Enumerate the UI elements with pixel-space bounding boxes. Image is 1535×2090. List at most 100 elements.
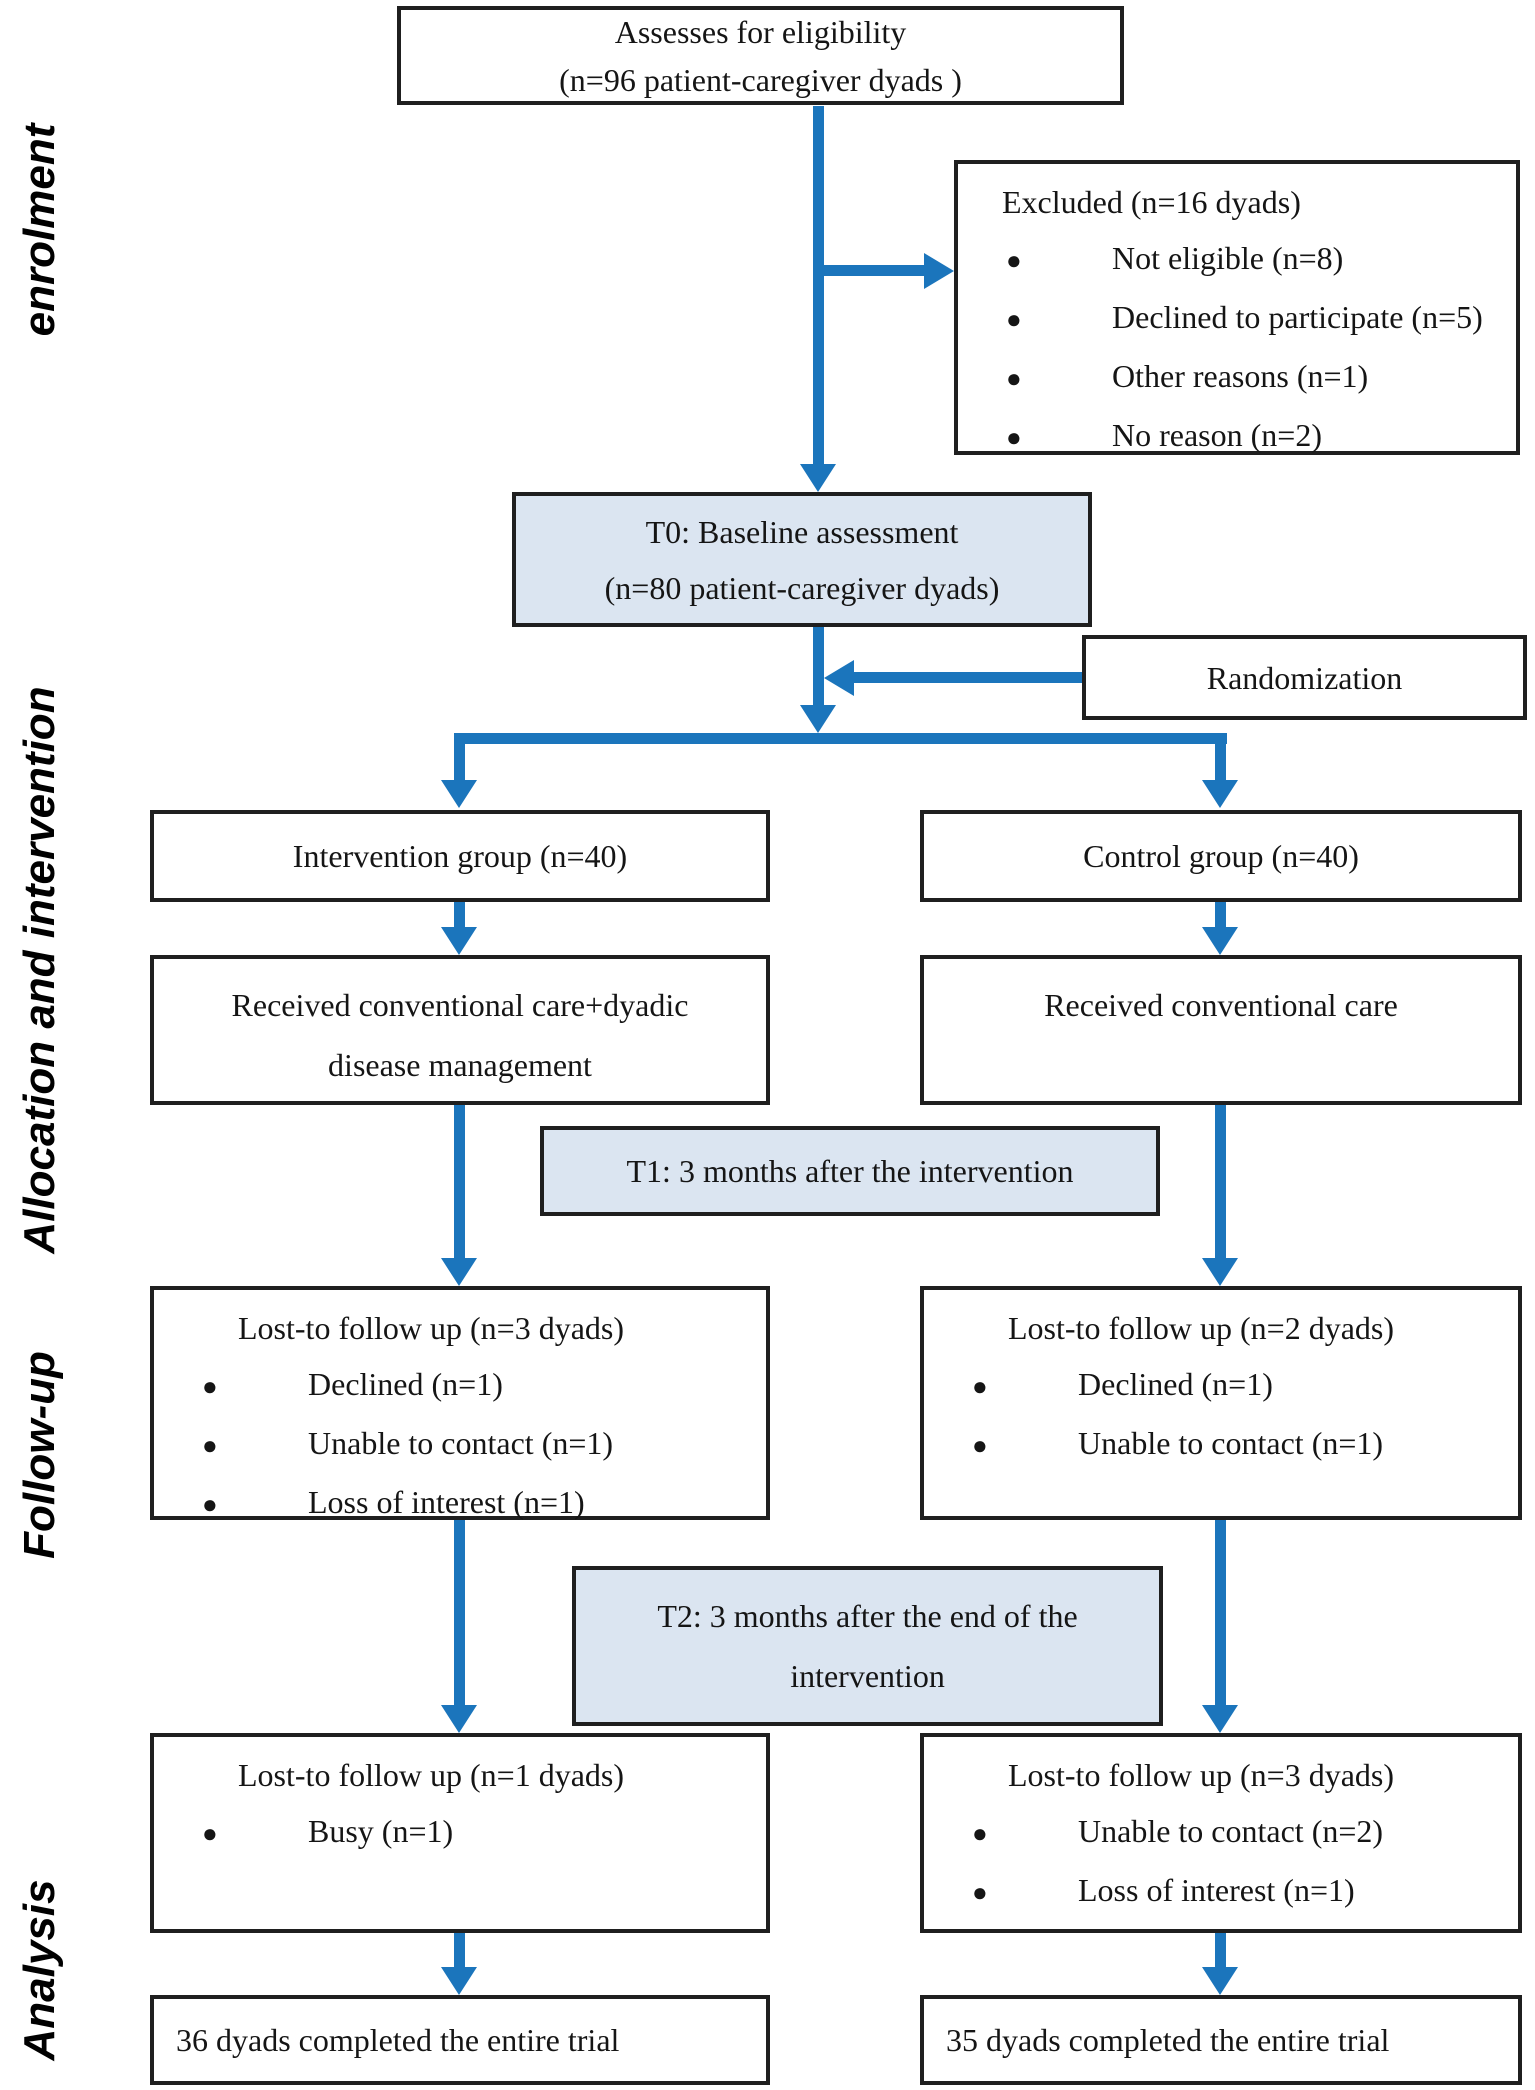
bullet-icon: ●	[202, 1431, 218, 1460]
followup-t1-intervention-title: Lost-to follow up (n=3 dyads)	[238, 1310, 624, 1346]
control-care-box: Received conventional care	[920, 955, 1522, 1105]
completed-intervention-box: 36 dyads completed the entire trial	[150, 1995, 770, 2085]
bullet-icon: ●	[202, 1372, 218, 1401]
arrow-fu1-to-fu2-control-head	[1202, 1705, 1238, 1733]
t2-box: T2: 3 months after the end of the interv…	[572, 1566, 1163, 1726]
arrow-split-left-drop-line	[454, 733, 465, 780]
completed-control-label: 35 dyads completed the entire trial	[946, 2022, 1390, 2058]
followup-item: ● Busy (n=1)	[154, 1803, 766, 1862]
followup-item-label: Declined (n=1)	[308, 1366, 503, 1402]
excluded-item-label: Other reasons (n=1)	[1112, 358, 1369, 394]
followup-item: ● Unable to contact (n=2)	[924, 1803, 1518, 1862]
excluded-item-label: Not eligible (n=8)	[1112, 240, 1344, 276]
followup-item: ● Unable to contact (n=1)	[924, 1415, 1518, 1474]
stage-label-follow-up: Follow-up	[15, 1351, 64, 1559]
excluded-item: ● No reason (n=2)	[958, 407, 1516, 466]
followup-item-label: Loss of interest (n=1)	[1078, 1872, 1355, 1908]
arrow-split-horizontal-line	[455, 733, 1227, 744]
excluded-item: ● Declined to participate (n=5)	[958, 289, 1516, 348]
arrow-fu2-to-completed-control-head	[1202, 1967, 1238, 1995]
followup-item: ● Declined (n=1)	[924, 1356, 1518, 1415]
arrow-split-right-drop-head	[1202, 780, 1238, 808]
followup-item-label: Loss of interest (n=1)	[308, 1484, 585, 1520]
excluded-item-label: No reason (n=2)	[1112, 417, 1322, 453]
arrow-fu2-to-completed-intervention-line	[454, 1933, 465, 1967]
followup-item: ● Declined (n=1)	[154, 1356, 766, 1415]
followup-t2-control-box: Lost-to follow up (n=3 dyads) ● Unable t…	[920, 1733, 1522, 1933]
intervention-care-box: Received conventional care+dyadic diseas…	[150, 955, 770, 1105]
followup-t1-control-box: Lost-to follow up (n=2 dyads) ● Declined…	[920, 1286, 1522, 1520]
intervention-group-label: Intervention group (n=40)	[292, 838, 628, 874]
completed-intervention-label: 36 dyads completed the entire trial	[176, 2022, 620, 2058]
bullet-icon: ●	[972, 1819, 988, 1848]
arrow-control-group-to-care-head	[1202, 927, 1238, 955]
followup-item: ● Unable to contact (n=1)	[154, 1415, 766, 1474]
completed-control-box: 35 dyads completed the entire trial	[920, 1995, 1522, 2085]
arrow-control-group-to-care-line	[1215, 902, 1226, 928]
assess-eligibility-line2: (n=96 patient-caregiver dyads )	[559, 61, 962, 98]
arrow-fu1-to-fu2-intervention-head	[441, 1705, 477, 1733]
followup-t2-control-title: Lost-to follow up (n=3 dyads)	[1008, 1757, 1394, 1793]
followup-item: ● Loss of interest (n=1)	[154, 1474, 766, 1533]
bullet-icon: ●	[972, 1431, 988, 1460]
followup-item-label: Unable to contact (n=1)	[308, 1425, 614, 1461]
arrow-assess-to-t0-head	[800, 464, 836, 492]
excluded-item-label: Declined to participate (n=5)	[1112, 299, 1483, 335]
arrow-intervention-group-to-care-head	[441, 927, 477, 955]
t0-line2: (n=80 patient-caregiver dyads)	[604, 569, 1000, 606]
intervention-group-box: Intervention group (n=40)	[150, 810, 770, 902]
bullet-icon: ●	[1006, 423, 1022, 452]
arrow-t0-to-split-line	[813, 627, 824, 705]
followup-item-label: Unable to contact (n=1)	[1078, 1425, 1384, 1461]
bullet-icon: ●	[1006, 246, 1022, 275]
arrow-intervention-care-to-fu1-line	[454, 1105, 465, 1260]
arrow-fu1-to-fu2-intervention-line	[454, 1520, 465, 1705]
followup-item-label: Unable to contact (n=2)	[1078, 1813, 1384, 1849]
followup-item: ● Loss of interest (n=1)	[924, 1862, 1518, 1921]
t2-line2: intervention	[790, 1658, 945, 1694]
control-group-box: Control group (n=40)	[920, 810, 1522, 902]
intervention-care-line1: Received conventional care+dyadic	[231, 987, 689, 1023]
arrow-t0-to-split-head	[800, 705, 836, 733]
stage-label-analysis: Analysis	[15, 1879, 64, 2061]
arrow-fu2-to-completed-intervention-head	[441, 1967, 477, 1995]
bullet-icon: ●	[202, 1490, 218, 1519]
t0-baseline-box: T0: Baseline assessment (n=80 patient-ca…	[512, 492, 1092, 627]
arrow-randomization-line	[854, 672, 1082, 683]
followup-item-label: Busy (n=1)	[308, 1813, 454, 1849]
t2-line1: T2: 3 months after the end of the	[657, 1598, 1078, 1634]
excluded-box: Excluded (n=16 dyads) ● Not eligible (n=…	[954, 160, 1520, 455]
stage-label-enrolment: enrolment	[15, 123, 64, 337]
arrow-branch-to-excluded-line	[818, 265, 924, 276]
followup-item-label: Declined (n=1)	[1078, 1366, 1273, 1402]
bullet-icon: ●	[1006, 364, 1022, 393]
assess-eligibility-box: Assesses for eligibility (n=96 patient-c…	[397, 6, 1124, 105]
bullet-icon: ●	[972, 1372, 988, 1401]
t0-line1: T0: Baseline assessment	[645, 513, 959, 550]
followup-t1-intervention-box: Lost-to follow up (n=3 dyads) ● Declined…	[150, 1286, 770, 1520]
intervention-care-line2: disease management	[328, 1047, 592, 1083]
arrow-branch-to-excluded-head	[924, 253, 954, 289]
followup-t2-intervention-box: Lost-to follow up (n=1 dyads) ● Busy (n=…	[150, 1733, 770, 1933]
arrow-intervention-group-to-care-line	[454, 902, 465, 928]
arrow-split-left-drop-head	[441, 780, 477, 808]
arrow-control-care-to-fu1-head	[1202, 1258, 1238, 1286]
excluded-title: Excluded (n=16 dyads)	[1002, 184, 1301, 220]
bullet-icon: ●	[972, 1878, 988, 1907]
arrow-assess-to-t0-line	[813, 106, 824, 464]
t1-label: T1: 3 months after the intervention	[626, 1153, 1074, 1189]
excluded-item: ● Not eligible (n=8)	[958, 230, 1516, 289]
stage-label-allocation-and-intervention: Allocation and intervention	[15, 686, 64, 1254]
followup-t1-control-title: Lost-to follow up (n=2 dyads)	[1008, 1310, 1394, 1346]
randomization-label: Randomization	[1206, 659, 1403, 696]
followup-t2-intervention-title: Lost-to follow up (n=1 dyads)	[238, 1757, 624, 1793]
arrow-control-care-to-fu1-line	[1215, 1105, 1226, 1260]
arrow-split-right-drop-line	[1215, 733, 1226, 780]
arrow-fu2-to-completed-control-line	[1215, 1933, 1226, 1967]
arrow-fu1-to-fu2-control-line	[1215, 1520, 1226, 1705]
assess-eligibility-line1: Assesses for eligibility	[614, 13, 907, 50]
bullet-icon: ●	[202, 1819, 218, 1848]
excluded-item: ● Other reasons (n=1)	[958, 348, 1516, 407]
control-care-label: Received conventional care	[1044, 987, 1398, 1023]
